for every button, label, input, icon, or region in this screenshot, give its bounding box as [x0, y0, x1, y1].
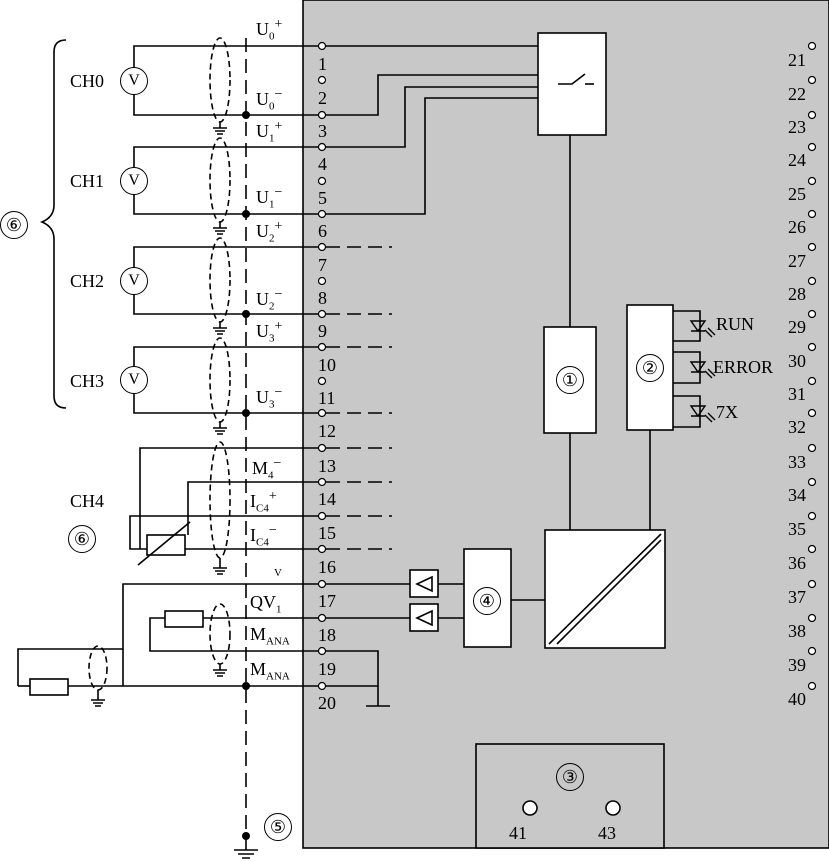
terminal-number-34: 34 [788, 485, 806, 505]
signal-qv1: QV1 [250, 592, 282, 616]
bottom-terminal-43: 43 [598, 823, 616, 843]
terminal-number-18: 18 [318, 625, 336, 645]
terminal-number-15: 15 [318, 523, 336, 543]
signal-u1-plus: U1+ [256, 119, 283, 145]
callout-1: ① [556, 366, 584, 394]
ch3-wire [133, 346, 321, 414]
terminal-number-25: 25 [788, 184, 806, 204]
terminal-number-38: 38 [788, 621, 806, 641]
terminal-number-30: 30 [788, 351, 806, 371]
ch3-voltmeter-icon: V [120, 366, 148, 394]
terminal-number-40: 40 [788, 689, 806, 709]
terminal-number-4: 4 [318, 154, 327, 174]
callout-6-brace: ⑥ [0, 211, 28, 239]
signal-ic4-plus: IC4+ [250, 489, 277, 515]
terminal-number-8: 8 [318, 288, 327, 308]
callout-4: ④ [473, 587, 501, 615]
signal-u1-minus: U1− [256, 185, 283, 211]
terminal-number-26: 26 [788, 217, 806, 237]
led-error-label: ERROR [713, 357, 774, 377]
channel-label-ch1: CH1 [70, 171, 105, 191]
terminal-number-17: 17 [318, 591, 336, 611]
signal-m4-minus: M4− [252, 456, 282, 482]
signal-u2-plus: U2+ [256, 219, 283, 245]
terminal-number-19: 19 [318, 659, 336, 679]
led-run-label: RUN [716, 314, 755, 334]
terminal-number-28: 28 [788, 284, 806, 304]
signal-u3-plus: U3+ [256, 319, 283, 345]
terminal-number-1: 1 [318, 54, 327, 74]
terminal-number-13: 13 [318, 456, 336, 476]
channel-label-ch0: CH0 [70, 71, 105, 91]
signal-mana-18: MANA [250, 624, 290, 648]
terminal-number-39: 39 [788, 655, 806, 675]
terminal-number-10: 10 [318, 355, 336, 375]
terminal-number-14: 14 [318, 489, 336, 509]
callout-5: ⑤ [264, 813, 292, 841]
terminal-number-11: 11 [318, 388, 336, 408]
terminal-number-37: 37 [788, 587, 806, 607]
signal-mana-19: MANA [250, 659, 290, 683]
terminal-number-36: 36 [788, 553, 806, 573]
signal-v: V [274, 567, 282, 579]
terminal-number-16: 16 [318, 557, 336, 577]
connector-box [475, 743, 665, 849]
terminal-number-29: 29 [788, 317, 806, 337]
terminal-number-5: 5 [318, 188, 327, 208]
output-block-4 [463, 548, 512, 648]
channel-label-ch4: CH4 [70, 491, 105, 511]
callout-2: ② [636, 354, 664, 382]
terminal-number-2: 2 [318, 88, 327, 108]
terminal-number-33: 33 [788, 452, 806, 472]
channel-brace [39, 39, 67, 409]
terminal-number-20: 20 [318, 693, 336, 713]
terminal-number-12: 12 [318, 421, 336, 441]
signal-ic4-minus: IC4− [250, 523, 277, 549]
ch2-voltmeter-icon: V [120, 267, 148, 295]
terminal-number-22: 22 [788, 84, 806, 104]
channel-label-ch2: CH2 [70, 271, 105, 291]
bottom-terminal-41: 41 [509, 823, 527, 843]
ch0-voltmeter-icon: V [120, 67, 148, 95]
channel-label-ch3: CH3 [70, 371, 105, 391]
terminal-number-3: 3 [318, 121, 327, 141]
signal-u0-minus: U0− [256, 87, 283, 113]
terminal-number-21: 21 [788, 50, 806, 70]
terminal-number-32: 32 [788, 417, 806, 437]
terminal-number-35: 35 [788, 519, 806, 539]
terminal-number-6: 6 [318, 221, 327, 241]
callout-6-ch4: ⑥ [68, 525, 96, 553]
ch1-voltmeter-icon: V [120, 167, 148, 195]
terminal-number-23: 23 [788, 117, 806, 137]
callout-3: ③ [556, 763, 584, 791]
terminal-number-27: 27 [788, 251, 806, 271]
led-7x-label: 7X [716, 402, 738, 422]
terminal-number-7: 7 [318, 255, 327, 275]
signal-u2-minus: U2− [256, 287, 283, 313]
terminal-number-24: 24 [788, 150, 806, 170]
signal-u3-minus: U3− [256, 385, 283, 411]
signal-u0-plus: U0+ [256, 17, 283, 43]
terminal-number-9: 9 [318, 321, 327, 341]
terminal-number-31: 31 [788, 384, 806, 404]
